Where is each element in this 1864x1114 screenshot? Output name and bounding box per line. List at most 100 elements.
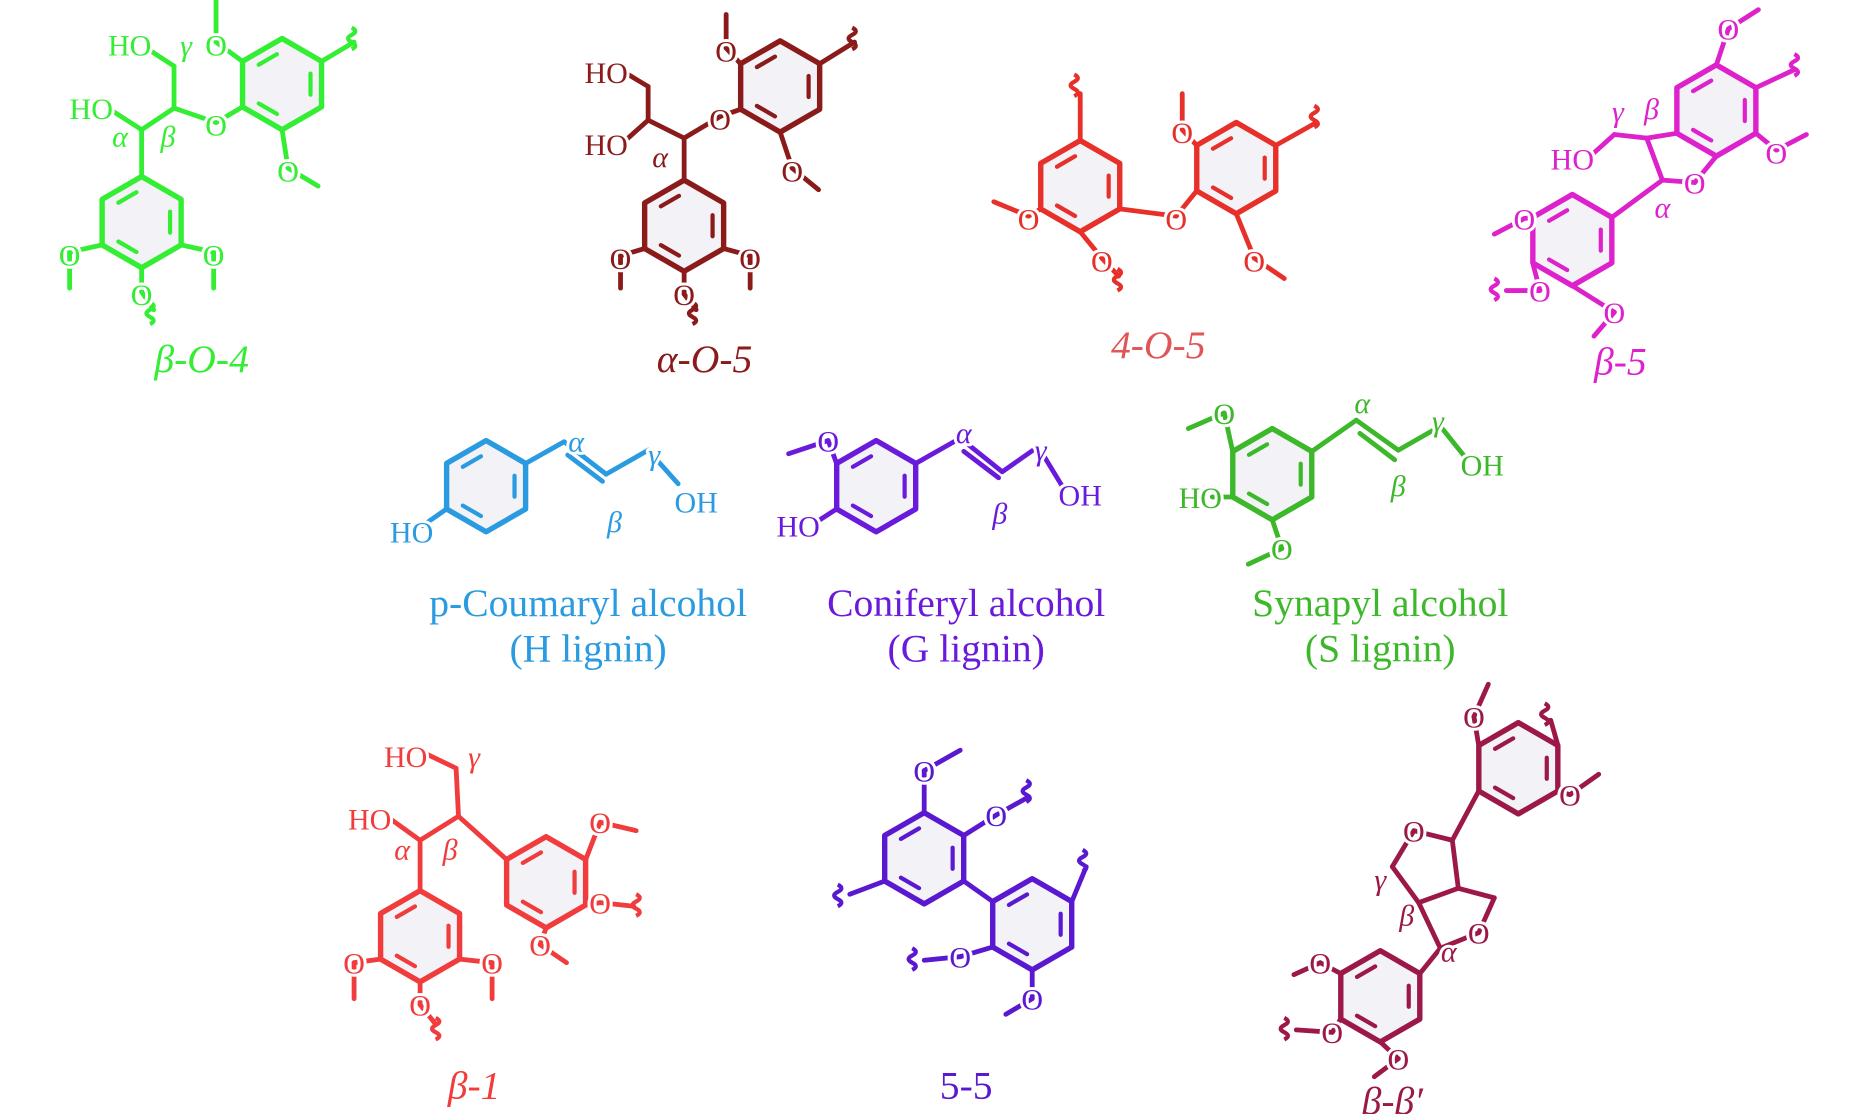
atom-label: β	[160, 121, 176, 154]
bond-line	[387, 816, 423, 843]
bond-line	[1449, 837, 1461, 891]
bond-line	[565, 452, 605, 484]
wavy-bond-icon	[346, 25, 358, 52]
wavy-bond-icon	[1488, 276, 1500, 303]
linkage-caption: β-5	[1593, 340, 1647, 384]
atom-label: β	[442, 833, 458, 866]
atom-label: O	[589, 807, 611, 840]
atom-label: O	[739, 243, 761, 276]
bond-line	[144, 45, 177, 69]
bond-line	[817, 39, 857, 67]
bond-line	[1221, 410, 1236, 454]
double-bond-line	[394, 904, 418, 920]
atom-label: O	[1018, 203, 1040, 236]
wavy-bond-icon	[1308, 103, 1320, 130]
bond-line	[1077, 229, 1105, 261]
atom-label: γ	[1432, 405, 1445, 438]
atom-label: β	[991, 497, 1007, 530]
bond-line	[645, 117, 687, 141]
atom-label: HO	[348, 803, 391, 836]
atom-label: O	[1213, 398, 1235, 431]
lignin-type-caption: (S lignin)	[1305, 626, 1456, 670]
atom-label: O	[1165, 203, 1187, 236]
atom-label: γ	[1374, 863, 1387, 896]
bond-line	[1713, 26, 1731, 68]
double-bond-line	[520, 899, 544, 915]
bond-line	[523, 439, 567, 466]
double-bond-line	[658, 243, 682, 258]
double-bond-line	[394, 953, 418, 969]
atom-label: HO	[70, 93, 113, 126]
bond-line	[1437, 930, 1482, 951]
double-bond-line	[1546, 257, 1570, 273]
bond-line	[1179, 127, 1200, 148]
atom-label: O	[985, 800, 1007, 833]
wavy-bond-icon	[1020, 778, 1032, 804]
bond-line	[825, 438, 839, 466]
lignin-type-caption: (H lignin)	[509, 626, 666, 670]
atom-label: HO	[390, 517, 433, 550]
bond-line	[1449, 788, 1482, 843]
bond-line	[1035, 444, 1065, 489]
wavy-bond-icon	[1076, 847, 1089, 874]
atom-label: O	[205, 110, 227, 143]
bond-line	[1309, 417, 1359, 454]
atom-label: O	[343, 947, 365, 980]
atom-label: O	[1387, 1044, 1409, 1077]
bond-line	[1567, 771, 1602, 798]
bond-line	[583, 819, 603, 862]
atom-label: HO	[776, 511, 819, 544]
wavy-bond-icon	[1068, 72, 1080, 98]
atom-label: O	[1718, 14, 1740, 47]
atom-label: O	[277, 155, 299, 188]
double-bond-line	[754, 54, 778, 70]
atom-label: O	[409, 989, 431, 1022]
bond-line	[1773, 132, 1809, 153]
atom-label: HO	[584, 57, 627, 90]
linkage-caption: 5-5	[940, 1063, 993, 1107]
bond-line	[961, 448, 1002, 481]
atom-label: α	[568, 425, 585, 458]
bond-line	[957, 435, 1005, 475]
bond-line	[537, 942, 569, 966]
bond-line	[1269, 517, 1285, 551]
linkage-caption: β-β′	[1361, 1079, 1425, 1114]
bond-line	[999, 444, 1041, 475]
atom-label: β	[1643, 93, 1659, 126]
bond-line	[213, 39, 245, 64]
bond-line	[1417, 945, 1443, 976]
atom-label: O	[1684, 167, 1706, 200]
bond-line	[1389, 864, 1422, 906]
linkage-caption: Synapyl alcohol	[1252, 581, 1508, 625]
wavy-bond-icon	[846, 25, 858, 52]
double-bond-line	[1492, 736, 1516, 751]
bond-line	[1233, 211, 1257, 261]
atom-label: α	[956, 417, 973, 450]
bond-line	[285, 165, 321, 189]
double-bond-line	[1006, 941, 1030, 957]
double-bond-line	[1246, 491, 1270, 507]
linkage-caption: p-Coumaryl alcohol	[429, 581, 747, 625]
bond-line	[1173, 188, 1200, 219]
wavy-bond-icon	[1788, 52, 1801, 78]
atom-label: OH	[674, 487, 717, 520]
bond-line	[456, 813, 509, 862]
bond-line	[681, 114, 723, 141]
atom-label: OH	[1059, 479, 1102, 512]
double-bond-line	[754, 103, 778, 119]
atom-label: O	[1403, 815, 1425, 848]
bond-line	[813, 506, 839, 525]
double-bond-line	[460, 454, 484, 469]
bond-line	[847, 878, 887, 897]
atom-label: HO	[384, 741, 427, 774]
bond-line	[597, 900, 637, 909]
bond-line	[1099, 255, 1122, 279]
double-bond-line	[1210, 185, 1234, 201]
atom-label: γ	[468, 741, 481, 774]
bond-line	[1609, 177, 1665, 220]
bond-line	[1476, 895, 1497, 936]
bond-line	[1491, 216, 1527, 237]
